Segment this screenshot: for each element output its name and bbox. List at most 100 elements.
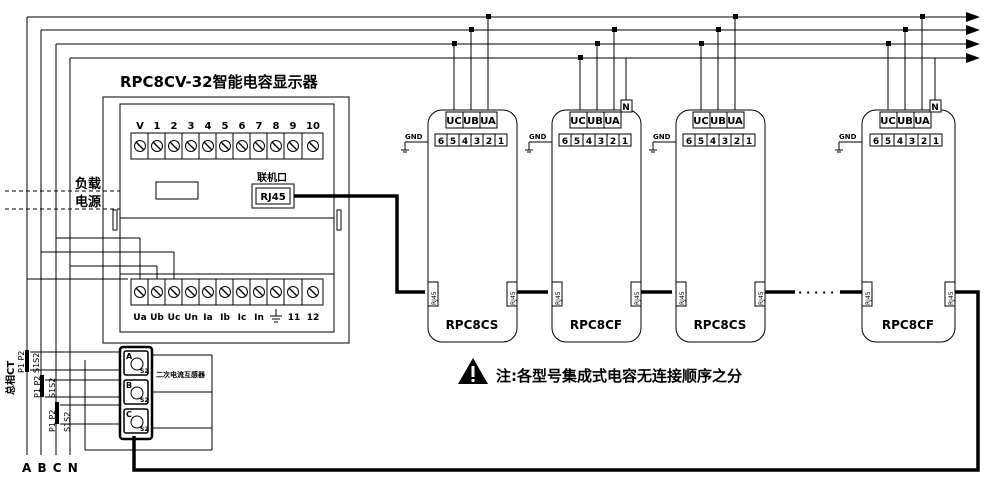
unit-4-uc: UC (880, 116, 895, 127)
unit-4-rj45-left: RJ45 (865, 291, 872, 305)
terminal-label: Ib (220, 313, 230, 323)
controller-rj45-inner (255, 187, 291, 205)
terminal-label: 2 (171, 121, 178, 132)
unit-1-terminal: 3 (474, 137, 480, 147)
ground-icon (270, 309, 282, 323)
unit-3-terminal: 3 (722, 137, 728, 147)
side-clip-left (112, 209, 118, 231)
load-dashed-lines (5, 190, 120, 210)
bottom-terminal-labels: Ua Ub Uc Un Ia Ib Ic In 11 12 (133, 309, 319, 323)
unit-2-terminal: 6 (562, 137, 568, 147)
terminal-label: Ub (150, 313, 164, 323)
power-label: 电源 (75, 194, 101, 210)
terminal-label: In (254, 313, 264, 323)
terminal-label: 5 (222, 121, 229, 132)
continuation-dots: · · · · · (798, 286, 834, 299)
ct-s1s2-a: S1S2 (32, 353, 41, 373)
unit-2-rj45-left: RJ45 (555, 291, 562, 305)
unit-3: UC UB UA 6 5 4 3 2 1 GND RJ45 RJ45 RPC8C… (649, 17, 766, 343)
unit-1-rj45-right: RJ45 (510, 291, 517, 305)
unit-1-uc: UC (446, 116, 461, 127)
unit-3-gnd: GND (653, 133, 671, 141)
unit-4-gnd: GND (839, 133, 857, 141)
unit-3-uc: UC (693, 116, 708, 127)
unit-3-terminal: 2 (734, 137, 740, 147)
unit-4-name: RPC8CF (882, 318, 934, 332)
ct-p1p2-c: P1 P2 (48, 410, 57, 432)
unit-2-uc: UC (570, 116, 585, 127)
ct-secondary-wiring (30, 351, 213, 451)
unit-4-terminal: 1 (933, 137, 939, 147)
unit-3-name: RPC8CS (694, 318, 747, 332)
unit-2-terminal: 1 (622, 137, 628, 147)
unit-2-terminal: 4 (586, 137, 592, 147)
terminal-label: 3 (188, 121, 195, 132)
terminal-label: Ua (133, 313, 146, 323)
controller-window (119, 217, 335, 275)
unit-2-ua: UA (604, 116, 620, 127)
ct-channel-a: A S2 (123, 350, 149, 376)
bottom-terminal-strip (130, 278, 324, 306)
ct-bars (25, 350, 59, 424)
unit-4-terminal: 2 (921, 137, 927, 147)
unit-1-terminal: 1 (498, 137, 504, 147)
unit-1-terminal: 4 (462, 137, 468, 147)
ct-p1p2-a: P1 P2 (17, 351, 26, 373)
load-label: 负载 (75, 176, 101, 192)
unit-1-gnd: GND (405, 133, 423, 141)
unit-2: N UC UB UA 6 5 4 3 2 1 GND RJ45 RJ45 RPC… (525, 30, 642, 343)
ct-p1p2-b: P1 P2 (33, 376, 42, 398)
unit-2-rj45-right: RJ45 (634, 291, 641, 305)
terminal-label: 1 (154, 121, 161, 132)
terminal-label: 8 (273, 121, 280, 132)
unit-4-ub: UB (897, 116, 913, 127)
link-port-label: 联机口 (257, 171, 287, 184)
main-ct-label: 总相CT (4, 361, 17, 395)
unit-2-ub: UB (587, 116, 603, 127)
unit-4-terminal: 5 (885, 137, 891, 147)
top-terminal-labels: V 1 2 3 4 5 6 7 8 9 10 (136, 121, 320, 132)
terminal-label: V (136, 121, 144, 132)
unit-3-rj45-left: RJ45 (679, 291, 686, 305)
display-window (155, 181, 199, 200)
terminal-label: 4 (205, 121, 212, 132)
terminal-label: Ia (203, 313, 212, 323)
terminal-label: 6 (239, 121, 246, 132)
connection-note: 注:各型号集成式电容无连接顺序之分 (496, 367, 742, 385)
unit-3-body (675, 109, 766, 343)
controller-rj45-label: RJ45 (260, 192, 285, 203)
unit-4-n: N (931, 103, 939, 113)
unit-1-gnd-icon (401, 141, 428, 153)
ct-s2-label: S2 (140, 368, 149, 375)
terminal-label: Ic (238, 313, 247, 323)
unit-2-gnd-icon (525, 141, 552, 153)
unit-3-ub: UB (710, 116, 726, 127)
unit-1-rj45-left: RJ45 (431, 291, 438, 305)
top-terminal-strip (130, 132, 324, 160)
unit-4-gnd-icon (835, 141, 862, 153)
ct-box-label: 二次电流互感器 (156, 370, 206, 379)
unit-2-body (551, 109, 642, 343)
unit-1-ub: UB (463, 116, 479, 127)
unit-3-gnd-icon (649, 141, 676, 153)
unit-2-terminal: 2 (610, 137, 616, 147)
unit-2-n: N (622, 103, 630, 113)
unit-2-gnd: GND (529, 133, 547, 141)
unit-4-terminal: 6 (873, 137, 879, 147)
ct-s2-label: S2 (140, 426, 149, 433)
terminal-label: Uc (168, 313, 181, 323)
unit-1-terminal: 6 (438, 137, 444, 147)
unit-4-terminal: 4 (897, 137, 903, 147)
unit-2-name: RPC8CF (570, 318, 622, 332)
unit-1: UC UB UA 6 5 4 3 2 1 GND RJ45 RJ45 RPC8C… (401, 17, 518, 343)
unit-1-name: RPC8CS (446, 318, 499, 332)
controller-voltage-wiring (27, 237, 175, 280)
terminal-label: 9 (290, 121, 297, 132)
terminal-label: 7 (256, 121, 263, 132)
ct-labels: P1 P2 S1S2 P1 P2 S1S2 P1 P2 S1S2 (17, 351, 72, 432)
unit-3-rj45-right: RJ45 (758, 291, 765, 305)
terminal-label: 10 (306, 121, 320, 132)
unit-3-terminal: 6 (686, 137, 692, 147)
comm-cables (132, 194, 980, 472)
